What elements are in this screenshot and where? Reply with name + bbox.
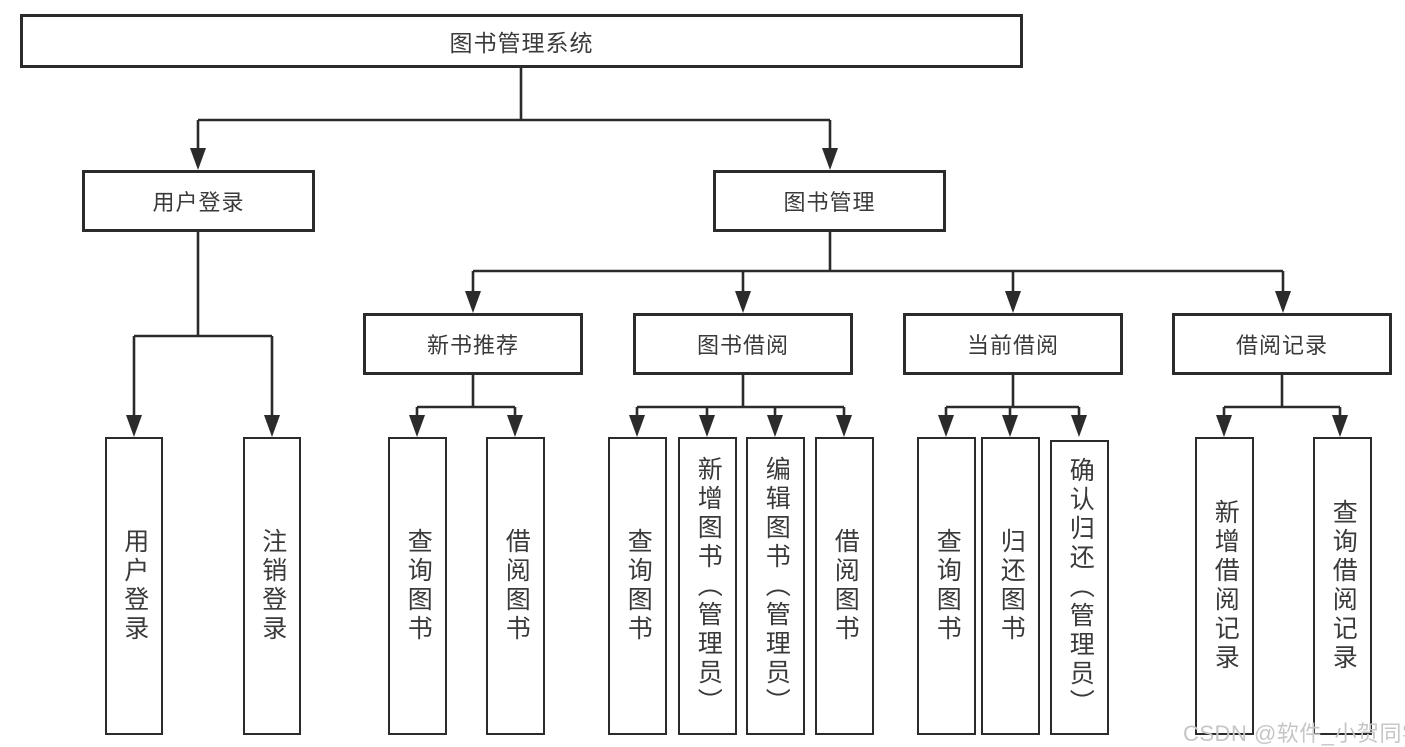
arrow-current-confirm (1071, 415, 1087, 437)
leaf-current-query: 查询图书 (917, 437, 976, 735)
arrow-to-user-login (190, 148, 206, 170)
leaf-record-query: 查询借阅记录 (1313, 437, 1372, 735)
leaf-borrow-borrow-label: 借阅图书 (831, 528, 860, 644)
leaf-borrow-query: 查询图书 (608, 437, 667, 735)
leaf-borrow-query-label: 查询图书 (624, 528, 653, 644)
node-new-book-recommend-label: 新书推荐 (426, 333, 519, 358)
leaf-newbook-borrow: 借阅图书 (486, 437, 545, 735)
leaf-user-login-label: 用户登录 (120, 528, 149, 644)
leaf-borrow-add: 新增图书（管理员） (678, 437, 737, 735)
leaf-record-add: 新增借阅记录 (1195, 437, 1254, 735)
arrow-record-add (1216, 415, 1232, 437)
node-borrow-record-label: 借阅记录 (1235, 333, 1328, 358)
node-root: 图书管理系统 (20, 14, 1023, 68)
node-user-login-label: 用户登录 (152, 190, 245, 215)
arrow-newbook-borrow (507, 415, 523, 437)
leaf-current-confirm-label: 确认归还（管理员） (1066, 457, 1095, 718)
leaf-borrow-edit: 编辑图书（管理员） (746, 437, 805, 735)
arrow-to-book-management (822, 148, 838, 170)
leaf-logout: 注销登录 (243, 437, 301, 735)
leaf-current-return: 归还图书 (981, 437, 1040, 735)
leaf-newbook-borrow-label: 借阅图书 (502, 528, 531, 644)
node-user-login: 用户登录 (82, 170, 315, 232)
arrow-to-borrow-record (1275, 291, 1291, 313)
node-book-borrow-label: 图书借阅 (696, 333, 789, 358)
leaf-newbook-query-label: 查询图书 (404, 528, 433, 644)
arrow-borrow-query (629, 415, 645, 437)
leaf-borrow-borrow: 借阅图书 (815, 437, 874, 735)
arrow-borrow-edit (767, 415, 783, 437)
leaf-current-return-label: 归还图书 (997, 528, 1026, 644)
arrow-to-current-borrow (1005, 291, 1021, 313)
leaf-logout-label: 注销登录 (258, 528, 287, 644)
node-book-management: 图书管理 (713, 170, 946, 232)
node-book-management-label: 图书管理 (783, 190, 876, 215)
leaf-newbook-query: 查询图书 (388, 437, 447, 735)
leaf-borrow-edit-label: 编辑图书（管理员） (762, 455, 791, 717)
arrow-to-book-borrow (735, 291, 751, 313)
node-current-borrow: 当前借阅 (903, 313, 1123, 375)
csdn-watermark: CSDN @软件_小贺同学 (1183, 721, 1405, 746)
leaf-record-add-label: 新增借阅记录 (1211, 499, 1240, 673)
arrow-to-leaf-user-login (126, 415, 142, 437)
node-new-book-recommend: 新书推荐 (363, 313, 583, 375)
arrow-borrow-borrow (836, 415, 852, 437)
node-root-label: 图书管理系统 (449, 30, 594, 56)
arrow-current-query (938, 415, 954, 437)
leaf-current-query-label: 查询图书 (933, 528, 962, 644)
arrow-borrow-add (699, 415, 715, 437)
leaf-borrow-add-label: 新增图书（管理员） (694, 455, 723, 717)
leaf-user-login: 用户登录 (105, 437, 163, 735)
node-current-borrow-label: 当前借阅 (966, 333, 1059, 358)
arrow-to-leaf-logout (264, 415, 280, 437)
arrow-to-new-book-recommend (465, 291, 481, 313)
node-book-borrow: 图书借阅 (633, 313, 853, 375)
arrow-newbook-query (409, 415, 425, 437)
leaf-record-query-label: 查询借阅记录 (1329, 499, 1358, 673)
node-borrow-record: 借阅记录 (1172, 313, 1392, 375)
arrow-record-query (1332, 415, 1348, 437)
leaf-current-confirm: 确认归还（管理员） (1050, 440, 1109, 735)
arrow-current-return (1002, 415, 1018, 437)
